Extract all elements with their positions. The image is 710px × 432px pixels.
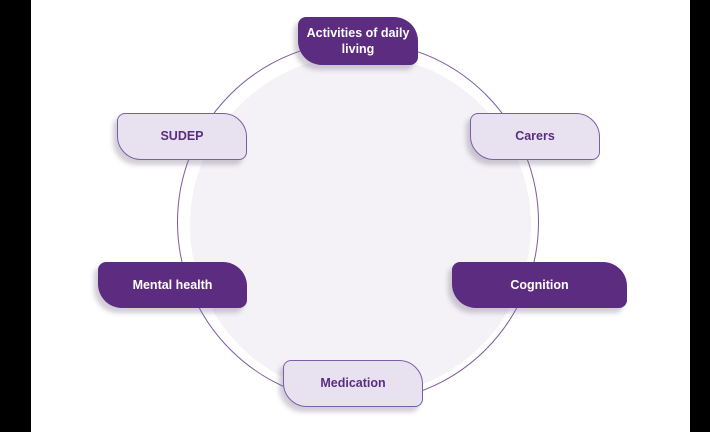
node-activities-label: Activities of daily living — [306, 25, 410, 56]
pillarbox-left-bar — [0, 0, 31, 432]
cycle-circle-fill — [190, 55, 531, 396]
node-carers-label: Carers — [515, 129, 555, 144]
pillarbox-right-bar — [690, 0, 710, 432]
node-sudep: SUDEP — [117, 113, 247, 160]
node-sudep-label: SUDEP — [160, 129, 204, 144]
node-mental-health: Mental health — [98, 262, 247, 308]
node-medication-label: Medication — [320, 376, 386, 391]
node-cognition: Cognition — [452, 262, 627, 308]
node-mental-health-label: Mental health — [132, 277, 213, 292]
node-carers: Carers — [470, 113, 600, 160]
node-medication: Medication — [283, 360, 423, 407]
node-cognition-label: Cognition — [510, 277, 569, 292]
node-activities-of-daily-living: Activities of daily living — [298, 17, 418, 65]
